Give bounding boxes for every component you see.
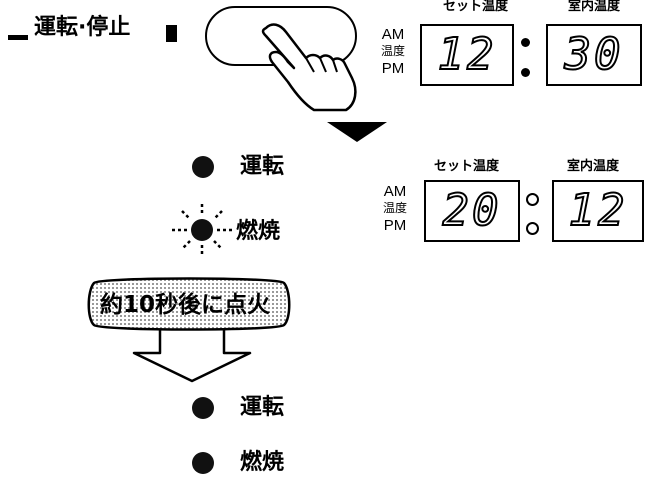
button-right-mark bbox=[166, 25, 177, 42]
temp-label-1: 温度 bbox=[380, 44, 405, 58]
colon-2 bbox=[526, 193, 540, 235]
burn-label-3: 燃焼 bbox=[240, 450, 285, 475]
burn-lamp-on-3 bbox=[192, 452, 214, 474]
pm-label-2: PM bbox=[383, 217, 407, 234]
pm-label-1: PM bbox=[381, 60, 405, 77]
set-temp-value-1: 12 bbox=[437, 29, 497, 80]
set-temp-value-2: 20 bbox=[442, 185, 502, 236]
room-temp-display-1: 30 bbox=[546, 24, 642, 86]
button-left-mark bbox=[8, 35, 28, 40]
room-temp-value-1: 30 bbox=[564, 29, 624, 80]
operate-lamp-on-3 bbox=[192, 397, 214, 419]
am-label-1: AM bbox=[381, 26, 405, 43]
operate-label-3: 運転 bbox=[240, 395, 285, 420]
temp-label-2: 温度 bbox=[382, 201, 407, 215]
operate-label-2: 運転 bbox=[240, 154, 285, 179]
set-temp-display-2: 20 bbox=[424, 180, 520, 242]
set-temp-display-1: 12 bbox=[420, 24, 514, 86]
am-pm-labels-1: AM 温度 PM bbox=[376, 26, 410, 77]
ignition-delay-callout: 約10秒後に点火 bbox=[100, 292, 271, 318]
am-pm-labels-2: AM 温度 PM bbox=[378, 183, 412, 234]
am-label-2: AM bbox=[383, 183, 407, 200]
pressing-hand-icon bbox=[261, 23, 357, 112]
burn-label-2: 燃焼 bbox=[236, 219, 281, 244]
operate-lamp-on bbox=[192, 156, 214, 178]
set-temp-label-2: セット温度 bbox=[434, 159, 500, 174]
operate-stop-label: 運転·停止 bbox=[34, 15, 131, 40]
set-temp-label-1: セット温度 bbox=[443, 0, 509, 14]
colon-1 bbox=[520, 38, 532, 78]
burn-lamp-blinking-icon bbox=[172, 204, 232, 256]
step-arrow-down bbox=[327, 122, 387, 142]
room-temp-display-2: 12 bbox=[552, 180, 644, 242]
room-temp-label-2: 室内温度 bbox=[567, 159, 620, 174]
room-temp-value-2: 12 bbox=[568, 185, 628, 236]
ignition-callout-arrow bbox=[87, 277, 291, 383]
room-temp-label-1: 室内温度 bbox=[568, 0, 621, 14]
